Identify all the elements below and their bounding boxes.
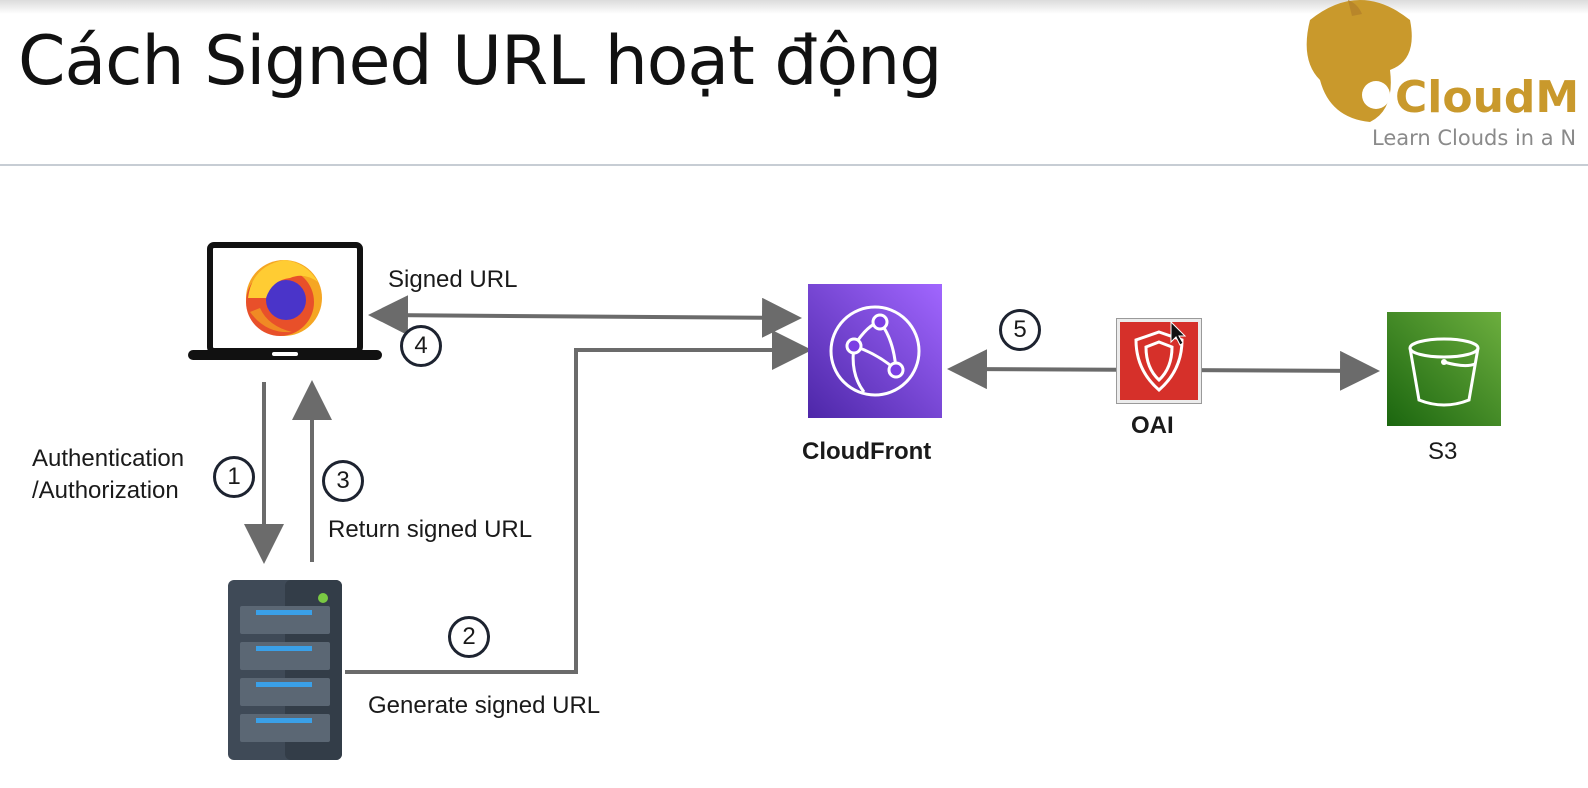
label-s3: S3 xyxy=(1428,438,1458,465)
top-shade xyxy=(0,0,1588,14)
cloudm-logo-icon xyxy=(1306,0,1412,122)
s3-bucket-icon xyxy=(1387,312,1501,426)
logo-tagline: Learn Clouds in a N xyxy=(1372,126,1577,150)
step-3-badge: 3 xyxy=(322,460,364,502)
label-generate-signed-url: Generate signed URL xyxy=(368,692,601,719)
label-oai: OAI xyxy=(1131,412,1174,439)
arrow-signed-url xyxy=(368,295,802,338)
step-2-badge: 2 xyxy=(448,616,490,658)
step-5-badge: 5 xyxy=(999,309,1041,351)
cloudfront-icon xyxy=(808,284,942,418)
arrow-generate xyxy=(345,330,812,674)
label-cloudfront: CloudFront xyxy=(802,438,932,465)
server-icon xyxy=(228,580,342,760)
label-return-signed-url: Return signed URL xyxy=(328,516,533,543)
title-divider xyxy=(0,164,1588,166)
label-signed-url: Signed URL xyxy=(388,266,518,293)
label-authentication: Authentication xyxy=(32,445,185,472)
step-4-badge: 4 xyxy=(400,325,442,367)
label-authorization: /Authorization xyxy=(32,477,179,504)
laptop-firefox-icon xyxy=(188,242,382,360)
slide-title: Cách Signed URL hoạt động xyxy=(18,22,942,101)
step-1-badge: 1 xyxy=(213,456,255,498)
oai-shield-icon xyxy=(1116,318,1202,404)
logo-wordmark: CloudM xyxy=(1395,72,1580,123)
